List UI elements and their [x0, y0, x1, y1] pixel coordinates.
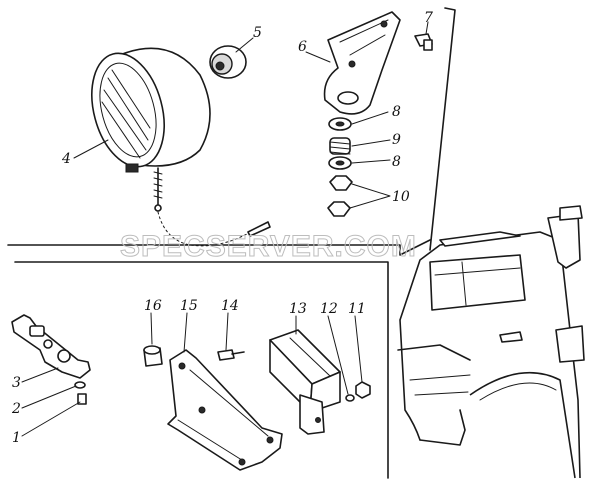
- washer-12: [345, 394, 355, 402]
- callout-8-upper: 8: [392, 104, 401, 120]
- callout-9: 9: [392, 132, 401, 148]
- truck-cab: [397, 205, 585, 479]
- callout-11: 11: [348, 301, 366, 317]
- callout-13: 13: [289, 301, 307, 317]
- switch-bracket: [11, 314, 91, 379]
- watermark-text: SPECSERVER.COM: [120, 230, 417, 263]
- leader-lines: [21, 21, 429, 437]
- callout-15: 15: [180, 298, 198, 314]
- callout-6: 6: [298, 39, 307, 55]
- bolt-7: [414, 33, 433, 51]
- callout-3: 3: [12, 375, 21, 391]
- mounting-bracket: [323, 11, 401, 115]
- nut-10-upper: [329, 175, 353, 191]
- section-divider-lines: [7, 7, 456, 479]
- nut-10-lower: [327, 201, 351, 217]
- callout-8-lower: 8: [392, 154, 401, 170]
- screw-14: [217, 349, 245, 361]
- washer-8-lower: [328, 156, 352, 170]
- headlamp: [91, 47, 211, 212]
- callout-4: 4: [61, 151, 71, 167]
- callout-12: 12: [320, 301, 338, 317]
- cap-grommet: [209, 45, 247, 79]
- callout-2: 2: [11, 401, 21, 417]
- headlamp-wire: [157, 211, 271, 247]
- relay-module-13: [269, 329, 341, 435]
- mounting-plate-15: [167, 349, 283, 471]
- nut-11: [355, 381, 371, 399]
- callout-14: 14: [221, 298, 239, 314]
- washer-2: [74, 381, 86, 389]
- callout-5: 5: [253, 25, 262, 41]
- callout-7: 7: [424, 10, 433, 26]
- callout-16: 16: [144, 298, 162, 314]
- washer-8-upper: [328, 117, 352, 131]
- spring-washer-9: [329, 137, 351, 155]
- callout-1: 1: [12, 430, 21, 446]
- screw-1: [77, 393, 87, 405]
- callout-10: 10: [392, 189, 410, 205]
- plug-16: [143, 345, 163, 367]
